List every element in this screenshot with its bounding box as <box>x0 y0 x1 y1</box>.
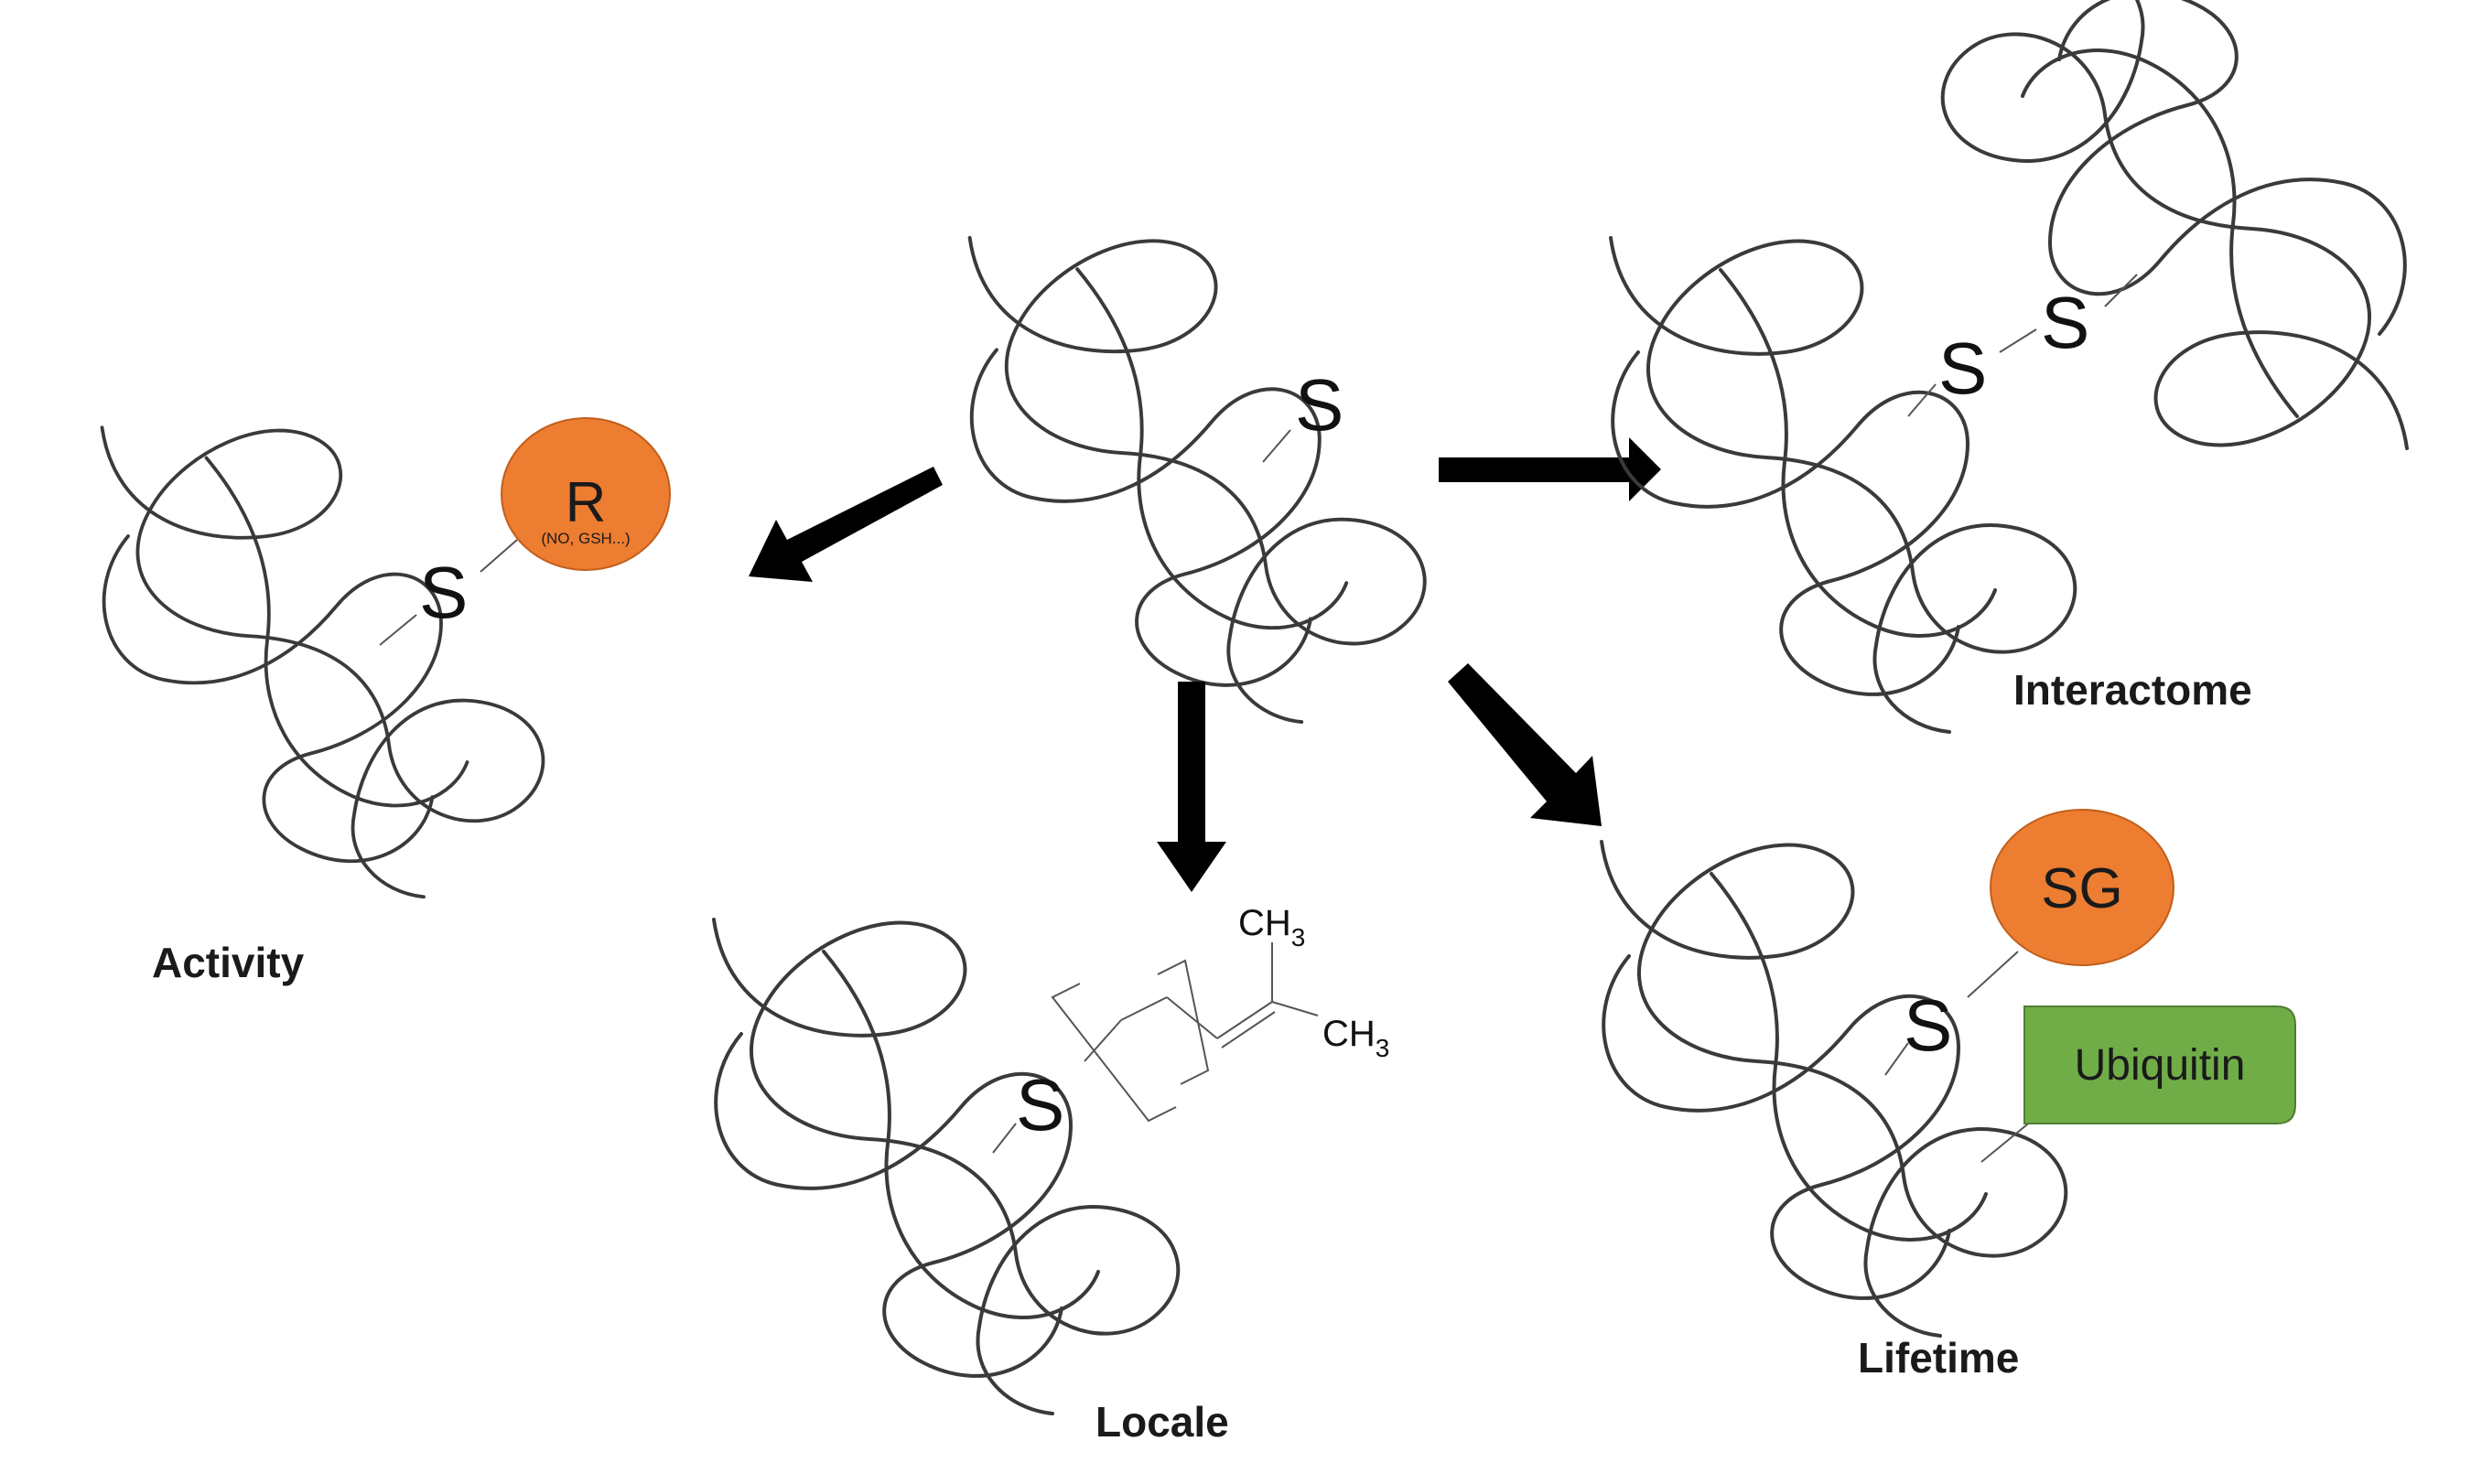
center-bond <box>1262 429 1291 463</box>
activity-sulfur: S <box>419 552 468 633</box>
methyl-top: CH3 <box>1238 903 1305 952</box>
activity-bond <box>379 614 417 646</box>
center-sulfur: S <box>1295 364 1343 446</box>
locale-label: Locale <box>1095 1398 1229 1446</box>
locale-bond <box>992 1123 1017 1154</box>
glutathione-bond <box>1967 951 2019 998</box>
glutathione-label: SG <box>2041 857 2123 920</box>
center-protein: S <box>967 235 1427 725</box>
interactome-sulfur-right: S <box>2041 282 2089 363</box>
protein-chain-icon <box>1609 236 2077 734</box>
glutathione-badge <box>1990 809 2174 966</box>
ubiquitin-label: Ubiquitin <box>2075 1041 2246 1090</box>
locale-panel: S CH3 CH3 Locale <box>712 903 1389 1446</box>
prenyl-chain <box>1051 942 1319 1123</box>
lifetime-label: Lifetime <box>1858 1334 2019 1382</box>
activity-label: Activity <box>152 939 305 986</box>
methyl-right: CH3 <box>1322 1014 1389 1062</box>
interactome-panel: S S Interactome <box>1609 0 2409 734</box>
interactome-sulfur-left: S <box>1938 328 1987 409</box>
locale-sulfur: S <box>1016 1064 1064 1145</box>
r-group-examples: (NO, GSH...) <box>541 530 630 547</box>
protein-chain-icon <box>967 235 1427 725</box>
r-group-label: R <box>566 471 607 534</box>
arrow-to-activity <box>749 467 943 582</box>
interactome-bond-left <box>1907 383 1937 417</box>
arrow-to-lifetime <box>1448 663 1602 826</box>
arrow-icon <box>1439 437 1661 501</box>
activity-r-bond <box>480 539 518 573</box>
ubiquitin-tag <box>2023 1005 2296 1124</box>
protein-chain-icon <box>712 918 1181 1415</box>
arrow-icon <box>749 467 943 582</box>
protein-chain-icon <box>100 425 545 899</box>
arrow-icon <box>1448 663 1602 826</box>
interactome-bond-right <box>2104 274 2138 307</box>
lifetime-panel: S SG Ubiquitin Lifetime <box>1600 809 2296 1382</box>
r-group-badge <box>501 417 671 571</box>
activity-panel: S R (NO, GSH...) Activity <box>100 417 671 986</box>
disulfide-bond <box>1999 328 2037 353</box>
protein-chain-icon <box>1940 0 2409 450</box>
arrow-icon <box>1157 682 1226 892</box>
lifetime-bond <box>1884 1042 1909 1076</box>
arrow-to-locale <box>1157 682 1226 892</box>
ubiquitin-bond <box>1980 1120 2033 1163</box>
arrow-to-interactome <box>1439 437 1661 501</box>
lifetime-sulfur: S <box>1904 984 1952 1066</box>
interactome-label: Interactome <box>2013 666 2252 714</box>
